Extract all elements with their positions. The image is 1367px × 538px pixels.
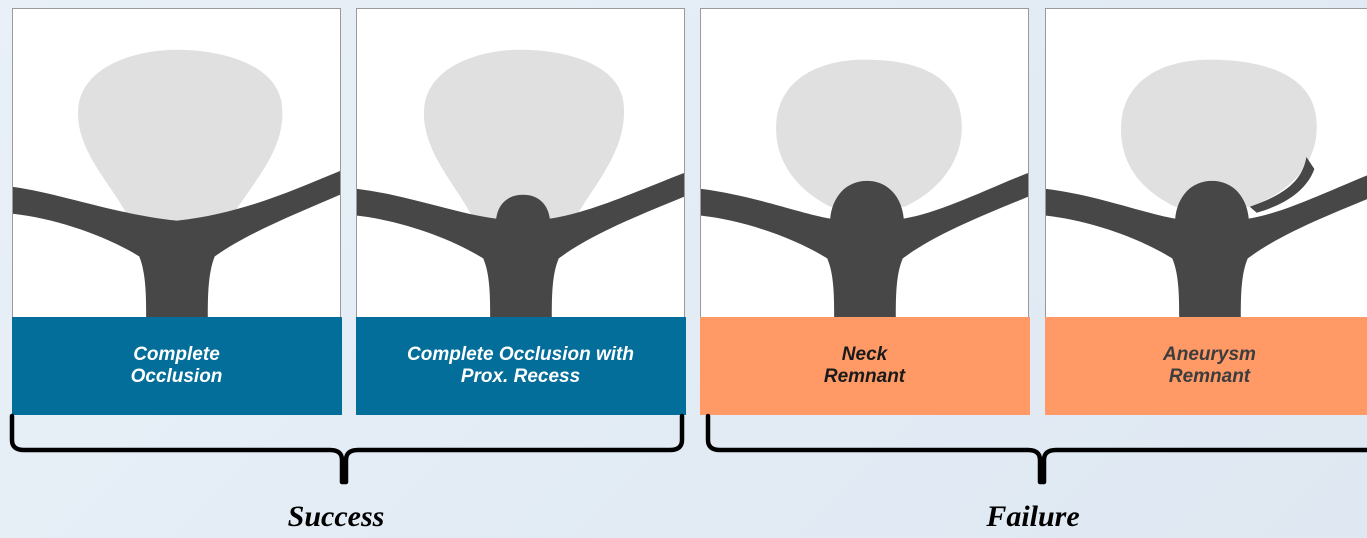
complete-occlusion-illustration xyxy=(13,49,340,319)
failure-bracket xyxy=(705,413,1367,485)
success-label: Success xyxy=(287,500,385,533)
panel-complete-occlusion: Complete Occlusion xyxy=(11,8,342,415)
group-brackets xyxy=(9,413,1367,485)
complete-occlusion-recess-label: Complete Occlusion with Prox. Recess xyxy=(355,317,686,415)
aneurysm-remnant-sliver xyxy=(1249,157,1315,213)
complete-occlusion-recess-text: Complete Occlusion with Prox. Recess xyxy=(407,344,634,387)
panel-complete-occlusion-recess: Complete Occlusion with Prox. Recess xyxy=(355,8,686,415)
neck-remnant-illustration xyxy=(701,59,1028,319)
parent-vessel xyxy=(701,172,1028,319)
parent-vessel xyxy=(1046,175,1367,319)
complete-occlusion-text: Complete Occlusion xyxy=(130,344,223,387)
aneurysm-sac xyxy=(77,49,283,221)
complete-occlusion-label: Complete Occlusion xyxy=(11,317,342,415)
aneurysm-sac xyxy=(776,59,962,207)
aneurysm-sac xyxy=(1121,59,1317,207)
success-bracket xyxy=(9,413,685,485)
failure-label: Failure xyxy=(986,500,1080,533)
parent-vessel xyxy=(357,172,684,319)
aneurysm-remnant-illustration xyxy=(1046,59,1367,319)
neck-remnant-text: Neck Remnant xyxy=(823,344,906,387)
parent-vessel xyxy=(13,170,340,319)
aneurysm-remnant-label: Aneurysm Remnant xyxy=(1044,317,1367,415)
aneurysm-sac xyxy=(423,49,625,221)
neck-remnant-label: Neck Remnant xyxy=(699,317,1030,415)
panel-neck-remnant: Neck Remnant xyxy=(699,8,1030,415)
aneurysm-remnant-text: Aneurysm Remnant xyxy=(1163,344,1256,387)
panel-aneurysm-remnant: Aneurysm Remnant xyxy=(1044,8,1367,415)
complete-occlusion-recess-illustration xyxy=(357,49,684,319)
